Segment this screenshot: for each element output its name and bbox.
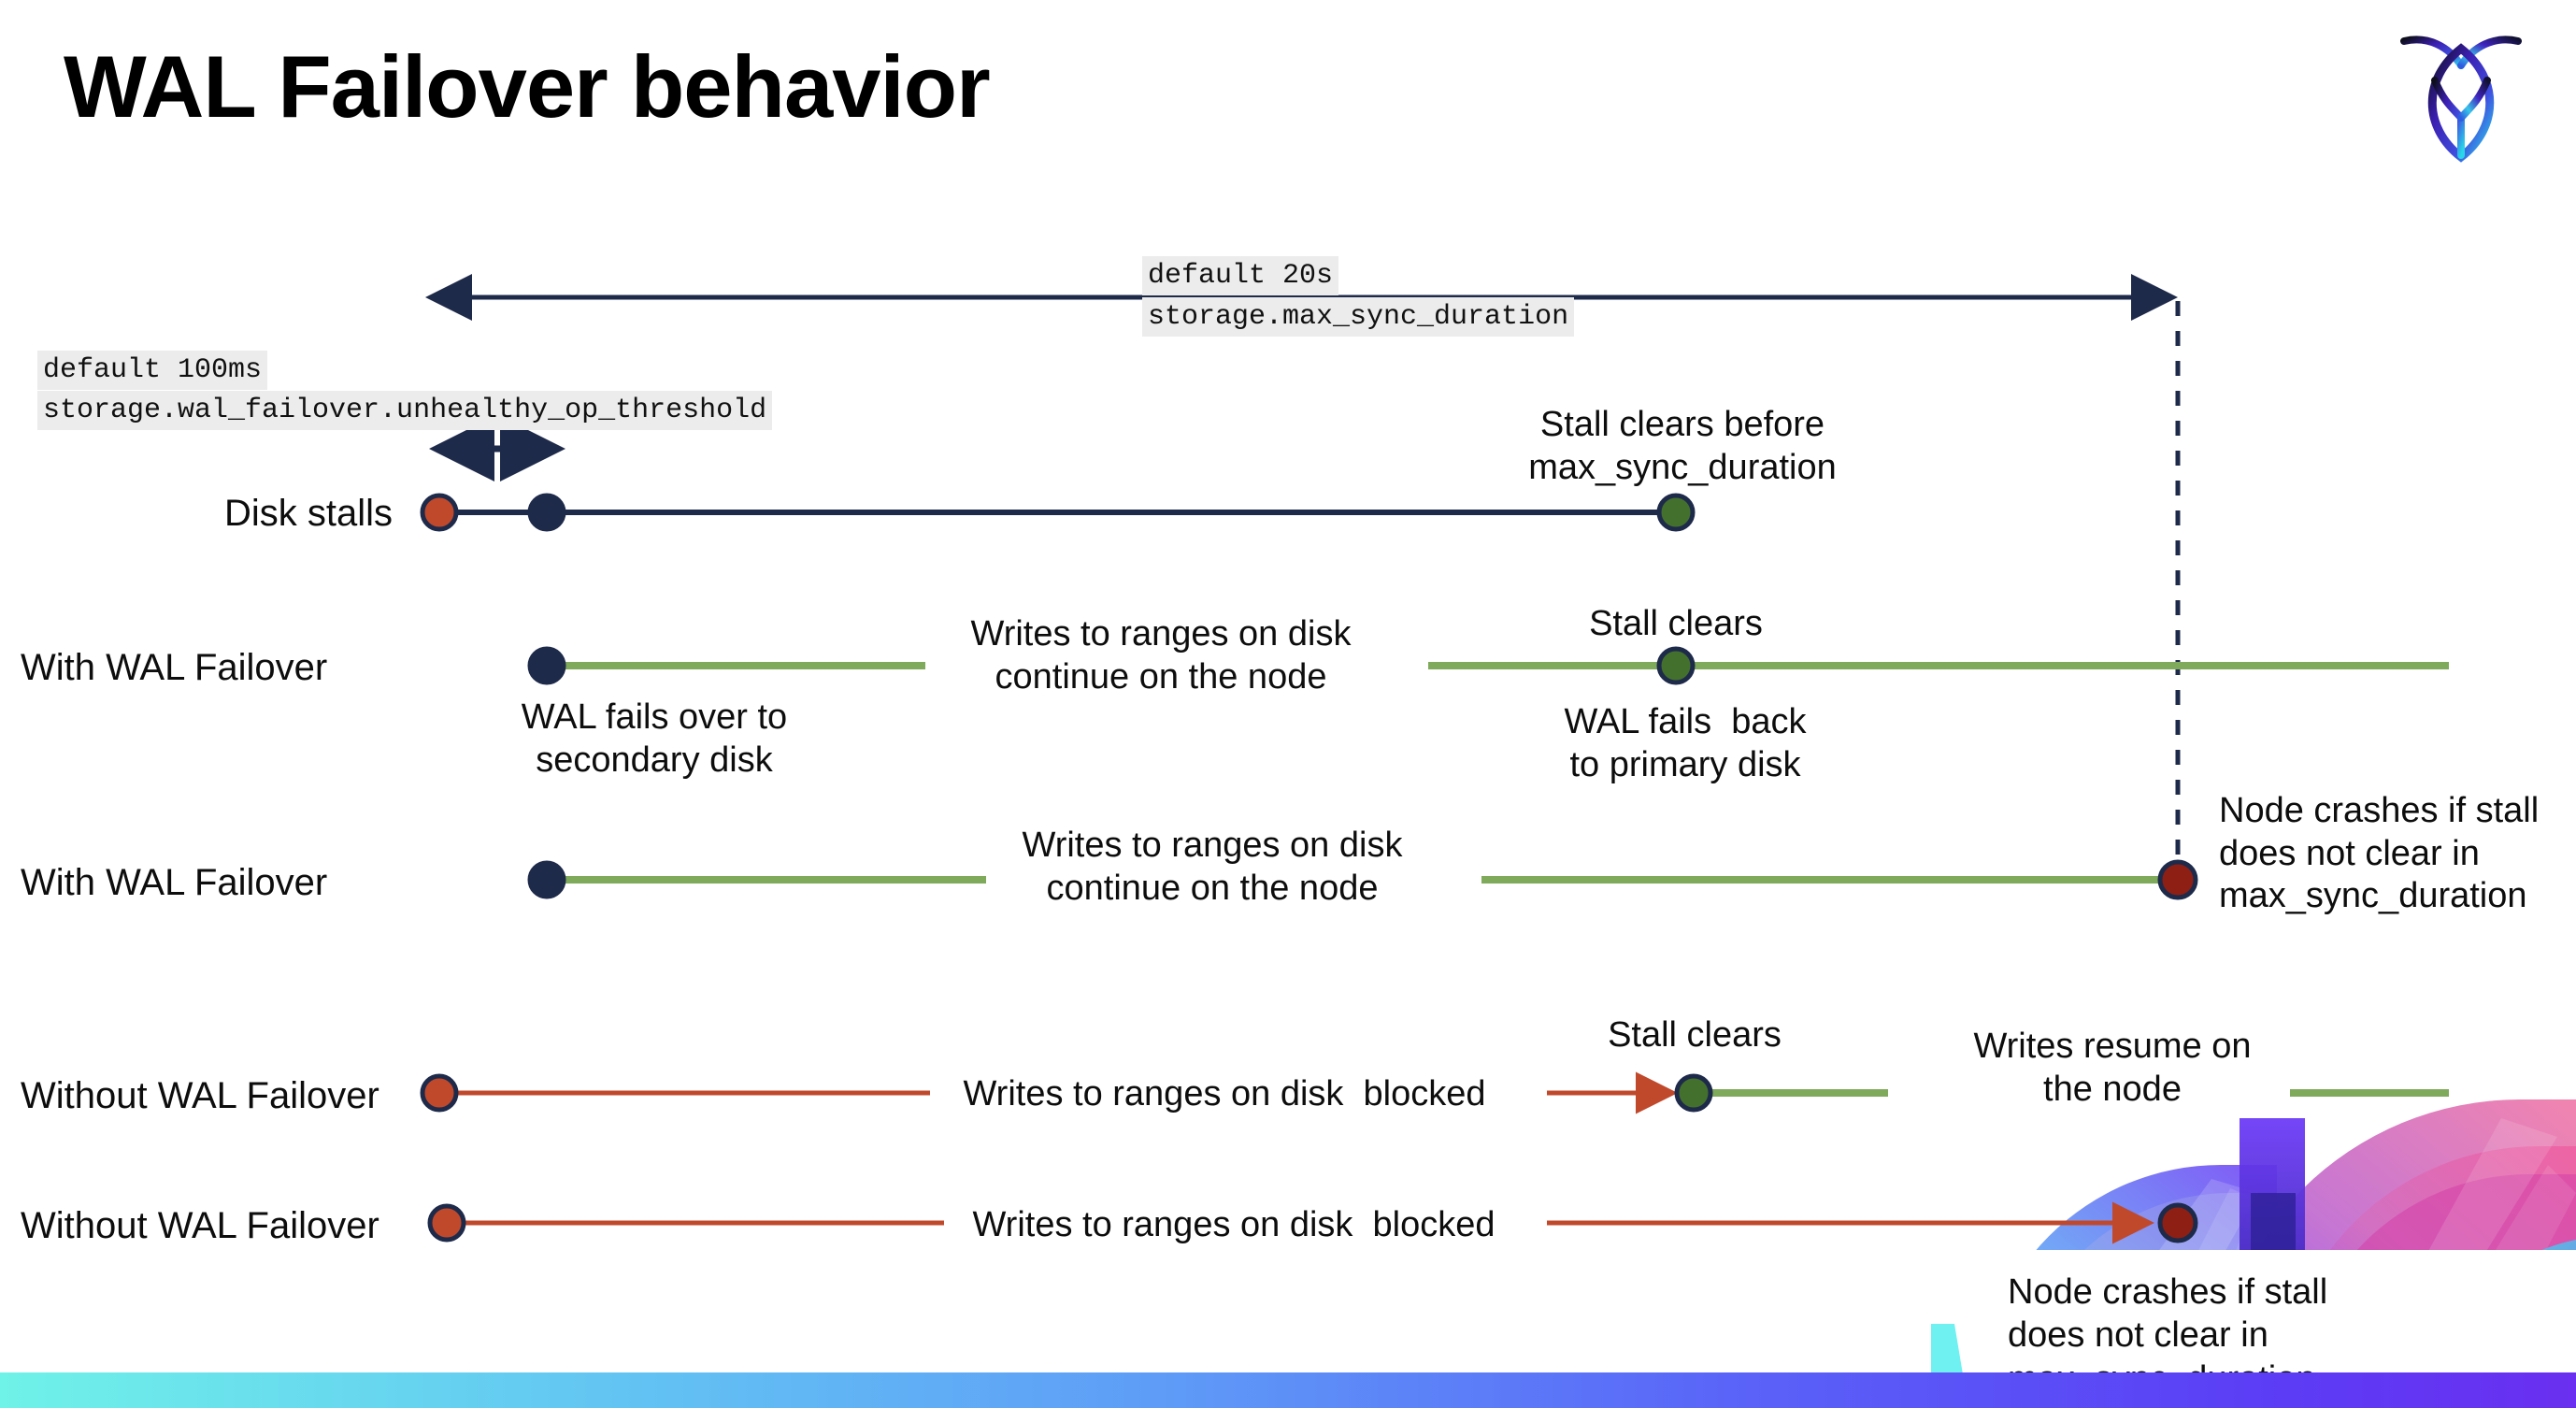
max-sync-default-chip: default 20s bbox=[1142, 256, 1339, 296]
row-label-disk-stalls: Disk stalls bbox=[224, 493, 394, 534]
note-writes-blocked-row5: Writes to ranges on disk blocked bbox=[972, 1205, 1496, 1244]
note-stall-clears-row4: Stall clears bbox=[1608, 1015, 1782, 1055]
marker-stall-start bbox=[420, 1073, 459, 1113]
note-writes-resume: Writes resume on the node bbox=[1973, 1027, 2252, 1109]
max-sync-setting-chip: storage.max_sync_duration bbox=[1142, 297, 1575, 338]
note-wal-fails-back: WAL fails back to primary disk bbox=[1564, 702, 1807, 784]
marker-failover bbox=[527, 646, 566, 685]
max-sync-duration-span-arrow bbox=[425, 274, 2181, 869]
note-wal-fails-over: WAL fails over to secondary disk bbox=[521, 697, 788, 780]
marker-stall-start bbox=[420, 493, 459, 532]
bottom-gradient-bar bbox=[0, 1372, 2576, 1408]
note-stall-clears-row2: Stall clears bbox=[1589, 604, 1763, 643]
note-writes-continue-row2: Writes to ranges on disk continue on the… bbox=[970, 614, 1352, 697]
note-writes-continue-row3: Writes to ranges on disk continue on the… bbox=[1022, 826, 1403, 908]
marker-failover bbox=[527, 860, 566, 899]
marker-stall-clears bbox=[1674, 1073, 1713, 1113]
row-label-with-wal-failover-2: With WAL Failover bbox=[21, 862, 328, 903]
page-title: WAL Failover behavior bbox=[64, 37, 991, 136]
row-label-without-wal-failover-1: Without WAL Failover bbox=[21, 1075, 379, 1116]
marker-node-crash bbox=[2157, 1202, 2198, 1243]
note-writes-blocked-row4: Writes to ranges on disk blocked bbox=[963, 1074, 1486, 1113]
row-without-wal-failover-1-track bbox=[420, 1071, 2449, 1114]
marker-node-crash bbox=[2157, 859, 2198, 900]
cockroachdb-logo bbox=[2391, 21, 2531, 165]
note-node-crashes-row3: Node crashes if stall does not clear in … bbox=[2219, 791, 2540, 916]
row-without-wal-failover-2-track bbox=[427, 1201, 2198, 1244]
row-with-wal-failover-2-track bbox=[527, 859, 2198, 900]
marker-failover bbox=[527, 493, 566, 532]
row-with-wal-failover-1-track bbox=[527, 646, 2449, 685]
note-stall-clears-before-max-sync: Stall clears before max_sync_duration bbox=[1528, 405, 1837, 487]
unhealthy-op-setting-chip: storage.wal_failover.unhealthy_op_thresh… bbox=[37, 391, 773, 431]
marker-stall-clears bbox=[1656, 493, 1696, 532]
row-disk-stalls-track bbox=[420, 493, 1696, 532]
marker-stall-clears bbox=[1656, 646, 1696, 685]
row-label-with-wal-failover-1: With WAL Failover bbox=[21, 647, 328, 688]
unhealthy-op-default-chip: default 100ms bbox=[37, 351, 268, 391]
marker-stall-start bbox=[427, 1203, 466, 1243]
row-label-without-wal-failover-2: Without WAL Failover bbox=[21, 1205, 379, 1246]
